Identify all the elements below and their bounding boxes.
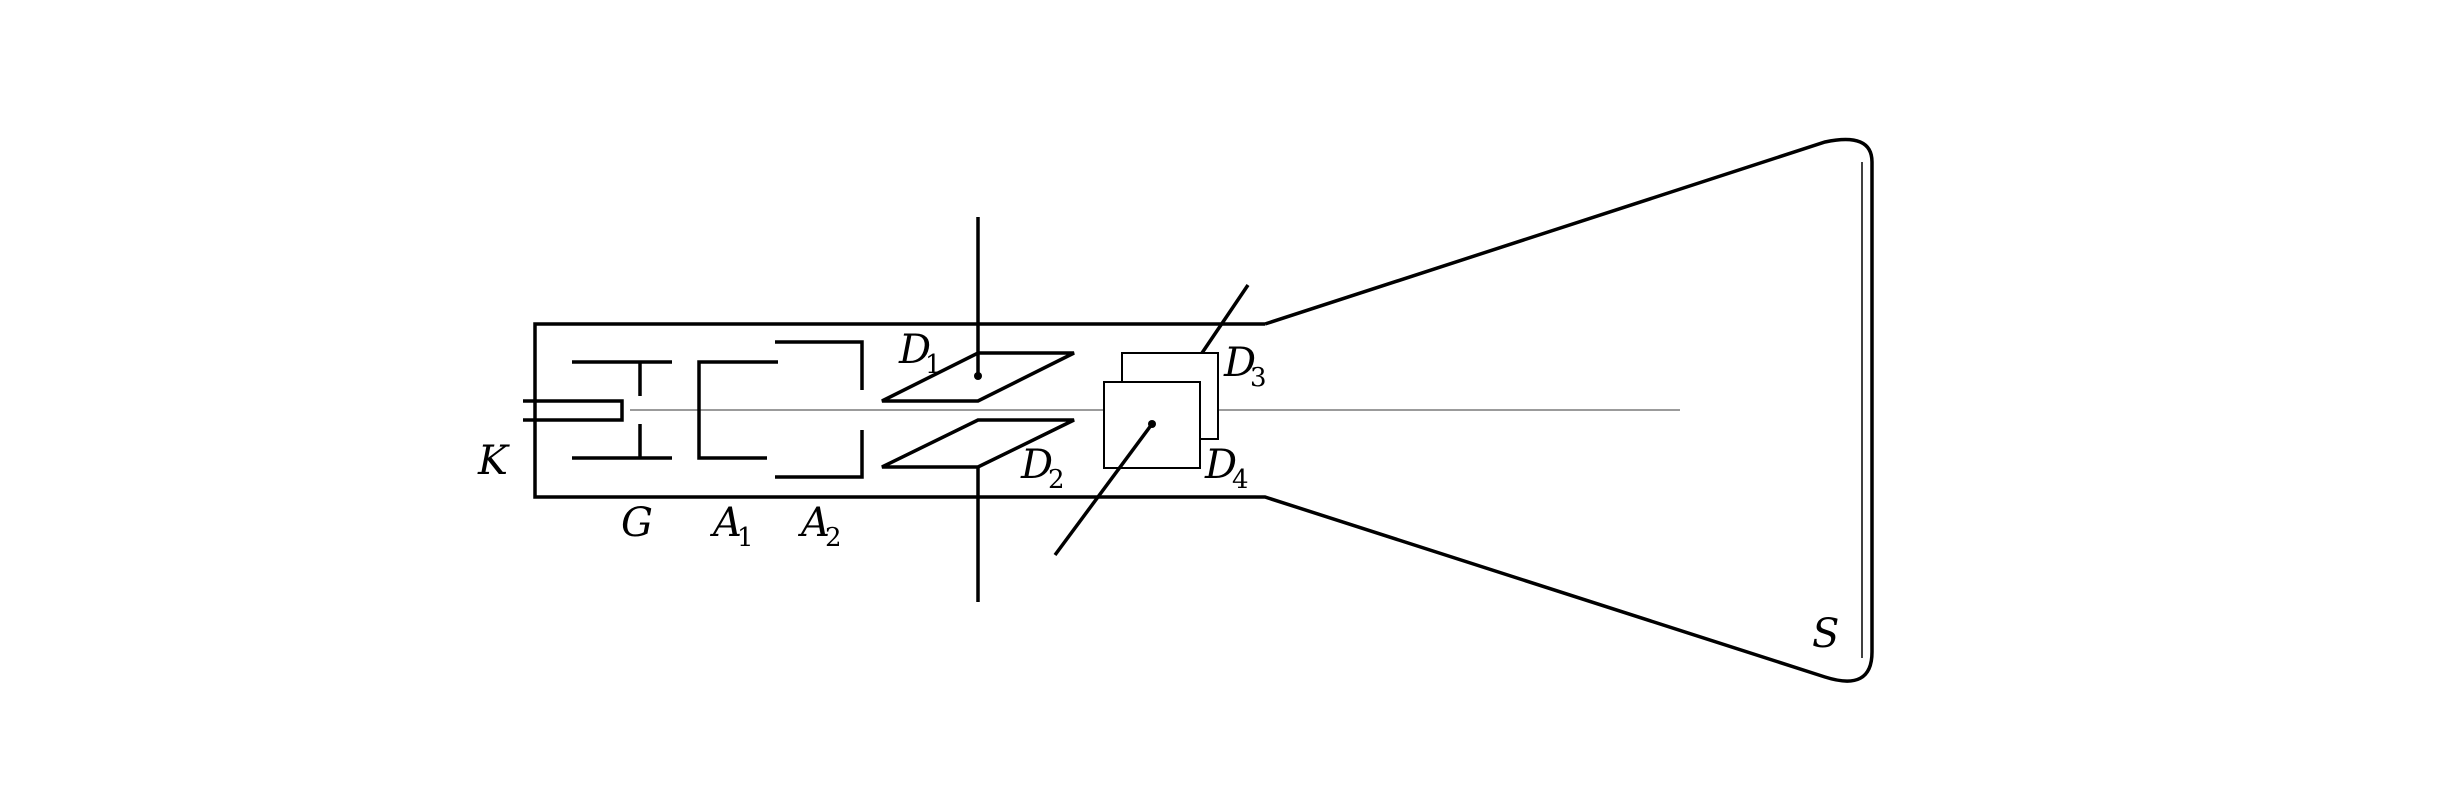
plate-d2 (881, 418, 1075, 469)
lead-d4 (1053, 422, 1154, 557)
label-d1-sub: 1 (925, 350, 942, 380)
label-screen: S (1812, 611, 1839, 657)
label-anode-1: A (709, 500, 742, 546)
tube-neck-and-bulb (533, 137, 1874, 683)
label-d2: D (1020, 442, 1053, 488)
label-d4: D (1204, 442, 1237, 488)
tube-outline (533, 137, 1874, 683)
label-d3: D (1223, 340, 1256, 386)
labels: K G A 1 A 2 D 1 D 2 D 3 D 4 S (477, 327, 1839, 657)
cathode-heater (523, 399, 624, 422)
deflection-plates-horizontal (1053, 284, 1250, 557)
plate-d1 (881, 351, 1075, 403)
label-d2-sub: 2 (1048, 465, 1065, 495)
deflection-plates-vertical (881, 217, 1075, 602)
label-grid: G (621, 500, 653, 546)
lead-d3 (1200, 284, 1250, 354)
label-d1: D (898, 327, 931, 373)
anode-2 (775, 340, 864, 479)
label-d4-sub: 4 (1232, 465, 1249, 495)
label-anode-2-sub: 2 (825, 523, 842, 553)
contact-d1 (974, 372, 982, 380)
label-anode-1-sub: 1 (737, 523, 754, 553)
control-grid (572, 360, 672, 460)
cathode (523, 399, 624, 422)
contact-d4 (1148, 420, 1156, 428)
label-anode-2: A (797, 500, 830, 546)
label-d3-sub: 3 (1250, 363, 1267, 393)
anode-1 (697, 360, 778, 460)
label-cathode: K (477, 438, 510, 484)
